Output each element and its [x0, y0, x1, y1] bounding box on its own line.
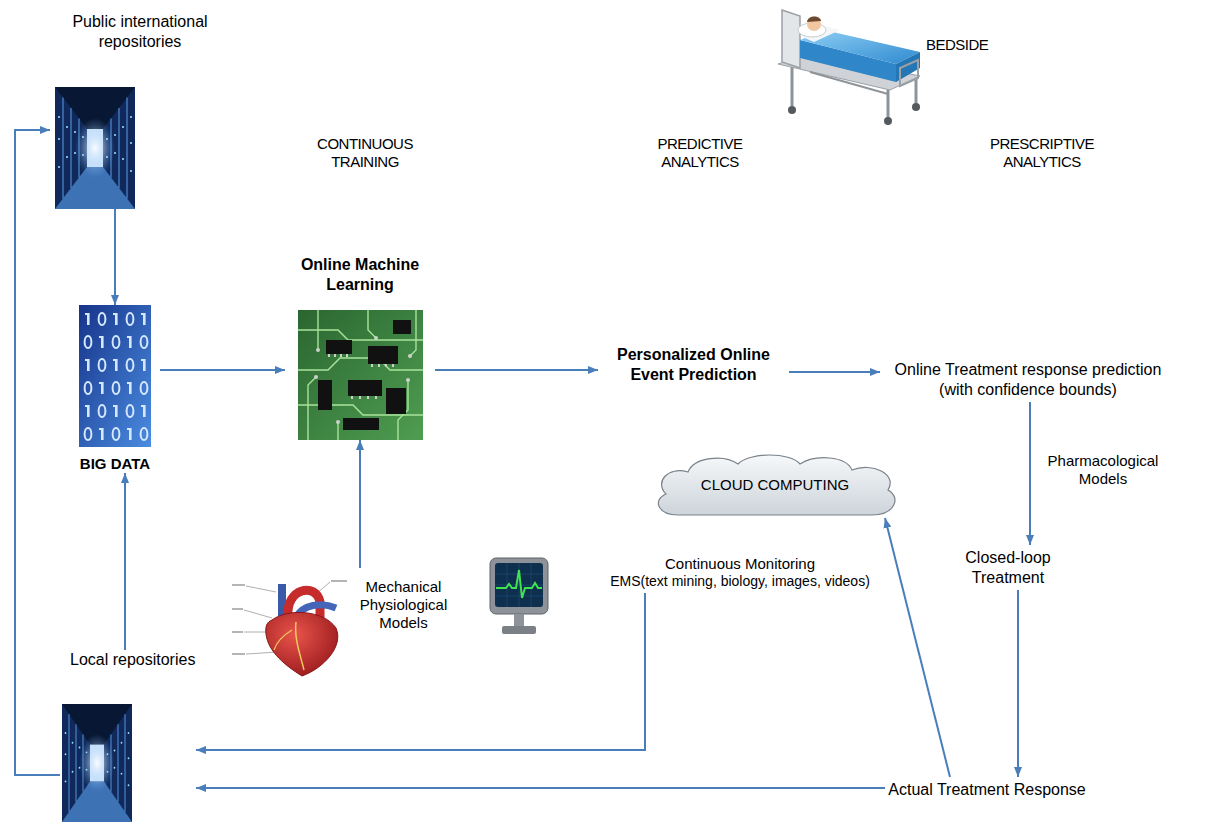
- circuit-board-image: [298, 310, 423, 440]
- node-text: Closed-loop Treatment: [953, 548, 1063, 586]
- flow-arrow: [435, 369, 598, 371]
- hospital-bed: [778, 10, 920, 125]
- repository-node: Public international repositories: [50, 12, 230, 209]
- node-text: Online Treatment response prediction (wi…: [883, 360, 1173, 398]
- prediction-node: Personalized Online Event Prediction: [598, 342, 789, 387]
- binary-data-image: [79, 305, 151, 447]
- node-text: Personalized Online Event Prediction: [601, 345, 786, 383]
- edge-label: Pharmacological Models: [1043, 452, 1163, 488]
- flow-arrow: [1029, 402, 1031, 545]
- flow-arrow: [15, 130, 60, 775]
- node-text: Public international repositories: [50, 12, 230, 50]
- monitoring-node: Continuous MonitoringEMS(text mining, bi…: [590, 552, 890, 593]
- flow-arrow: [1017, 590, 1019, 777]
- response-node: Actual Treatment Response: [885, 777, 1089, 803]
- node-text: EMS(text mining, biology, images, videos…: [610, 573, 870, 590]
- section-label: PREDICTIVE ANALYTICS: [630, 135, 770, 171]
- learning-node: Online Machine Learning: [285, 255, 435, 440]
- flow-arrow: [885, 518, 950, 777]
- monitor-icon: [490, 558, 548, 634]
- flow-arrow: [196, 787, 885, 789]
- node-text: BIG DATA: [80, 455, 150, 473]
- server-room-image: [62, 704, 132, 822]
- heart-model-image: [232, 572, 350, 677]
- data-node: BIG DATA: [70, 305, 160, 473]
- node-text: CLOUD COMPUTING: [701, 476, 849, 494]
- server-room-image: [55, 87, 135, 209]
- node-text: Mechanical Physiological Models: [356, 578, 451, 632]
- flow-arrow: [359, 440, 361, 568]
- flow-arrow: [789, 371, 880, 373]
- flow-arrow: [124, 473, 126, 650]
- repository-node: Local repositories: [60, 650, 196, 822]
- section-label: PRESCRIPTIVE ANALYTICS: [967, 135, 1117, 171]
- flow-arrow: [114, 209, 116, 305]
- prediction-node: Online Treatment response prediction (wi…: [880, 357, 1176, 402]
- section-label: BEDSIDE: [926, 36, 988, 54]
- node-text: Continuous Monitoring: [665, 555, 815, 573]
- node-text: Online Machine Learning: [285, 255, 435, 293]
- flow-arrow: [160, 369, 285, 371]
- cloud-node: CLOUD COMPUTING: [650, 452, 900, 518]
- section-label: CONTINUOUS TRAINING: [300, 135, 430, 171]
- node-text: Actual Treatment Response: [888, 780, 1085, 799]
- model-node: Mechanical Physiological Models: [232, 568, 451, 677]
- treatment-node: Closed-loop Treatment: [950, 545, 1066, 590]
- node-text: Local repositories: [70, 650, 195, 669]
